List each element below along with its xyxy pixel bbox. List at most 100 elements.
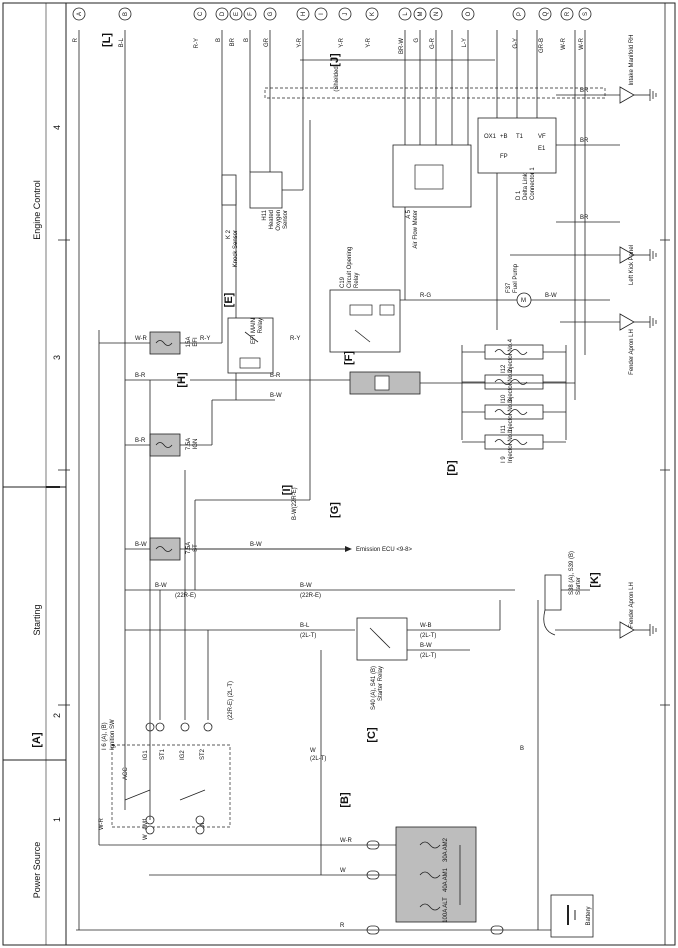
column-e: E — [229, 7, 243, 21]
svg-text:F: F — [248, 12, 254, 16]
wl-bw-1: B-W — [155, 583, 167, 589]
callout-c: [C] — [366, 727, 378, 743]
svg-text:Injector No.3: Injector No.3 — [508, 398, 514, 433]
fuel-pump-name: Fuel Pump — [513, 263, 519, 293]
row-1: 1 — [52, 817, 62, 822]
knock-sensor — [221, 174, 237, 206]
callout-d: [D] — [446, 460, 458, 476]
column-wire-a: R — [73, 37, 79, 42]
ecu-vf: VF — [538, 134, 546, 140]
callout-g: [G] — [329, 502, 341, 518]
o2-l2: Oxygen — [276, 210, 282, 231]
wl-bw-2: B-W — [300, 583, 312, 589]
wl-2lt-1: (2L-T) — [310, 756, 326, 762]
column-k: K — [365, 7, 379, 21]
wl-wb-1: W-B — [420, 623, 432, 629]
svg-text:7.5A: 7.5A — [186, 438, 192, 450]
ecu-ox1: OX1 — [484, 134, 497, 140]
starter-relay — [356, 617, 408, 661]
svg-text:Injector No.2: Injector No.2 — [508, 368, 514, 403]
o2-l3: Sensor — [283, 210, 289, 229]
wl-bw-7: B-W — [420, 643, 432, 649]
ign-sw-name: Ignition SW — [110, 719, 116, 750]
column-n: N — [429, 7, 443, 21]
knock-name: Knock Sensor — [233, 230, 239, 267]
shielded-label: (Shielded) — [334, 64, 340, 91]
column-s: S — [578, 7, 592, 21]
column-wire-e: BR — [230, 37, 236, 46]
wl-wr-3: W-R — [135, 336, 148, 342]
callout-k: [K] — [589, 572, 601, 588]
oxygen-sensor — [249, 171, 283, 209]
wl-r-1: R — [340, 923, 345, 929]
cor-label-a: C19 — [340, 276, 346, 288]
battery-label: Battery — [586, 906, 592, 925]
ign-ig2: IG2 — [180, 750, 186, 760]
o2-l1: Heated — [269, 210, 275, 229]
svg-text:L: L — [403, 12, 409, 16]
ignition-switch[interactable] — [111, 744, 231, 828]
starter-relay-code: S40 (A), S41 (B) — [371, 666, 377, 710]
svg-text:J: J — [343, 13, 349, 16]
column-c: C — [193, 7, 207, 21]
shield — [264, 87, 606, 99]
callout-a: [A] — [31, 732, 43, 748]
cor-label-c: Relay — [354, 273, 360, 288]
fuel-pump-code: F37 — [506, 282, 512, 293]
wl-br-4: BR — [580, 138, 589, 144]
wl-w-3: W — [310, 748, 316, 754]
callout-l: [L] — [101, 33, 113, 47]
wl-bw-6: B-W — [545, 293, 557, 299]
column-wire-k: Y-R — [366, 37, 372, 47]
ign-connector — [155, 722, 165, 732]
column-h: H — [296, 7, 310, 21]
ign-am2: AM2 — [200, 817, 206, 830]
ign-connector — [180, 722, 190, 732]
emission-ecu-label: Emission ECU <9-8> — [356, 547, 413, 553]
ign-connector — [203, 722, 213, 732]
svg-text:15A: 15A — [186, 337, 192, 348]
svg-text:I 9: I 9 — [501, 456, 507, 463]
callout-h: [H] — [176, 372, 188, 388]
starter-code: S38 (A), S39 (B) — [569, 551, 575, 595]
wl-br-6: BR — [580, 215, 589, 221]
svg-text:B: B — [123, 12, 129, 16]
wl-wr-1: W-R — [99, 817, 105, 830]
wl-bl-1: B-L — [300, 623, 310, 629]
ecu-b: +B — [500, 134, 508, 140]
ign-connector — [195, 825, 205, 835]
column-wire-h: Y-R — [297, 37, 303, 47]
wl-b-1: B — [520, 746, 524, 752]
ign-ig1: IG1 — [143, 750, 149, 760]
svg-text:D: D — [220, 11, 226, 16]
wl-rg-1: R-G — [420, 293, 431, 299]
column-g: G — [263, 7, 277, 21]
wl-wr-2: W-R — [340, 838, 353, 844]
fuse-efi: 15A EFI — [149, 331, 199, 355]
ground-fender-1: Fender Apron LH — [629, 329, 635, 375]
svg-text:Q: Q — [543, 11, 549, 16]
column-wire-q: GR-B — [539, 38, 545, 53]
ecu-block — [477, 117, 557, 174]
ecu-t1: T1 — [516, 134, 524, 140]
wl-2lt-3: (2L-T) — [420, 633, 436, 639]
svg-text:EFI: EFI — [193, 337, 199, 347]
svg-text:M: M — [418, 12, 424, 17]
callout-i: [I] — [281, 484, 293, 495]
efi-relay-label-b: Relay — [258, 318, 264, 333]
battery — [550, 894, 594, 938]
column-wire-o: L-Y — [462, 38, 468, 47]
starter-relay-name: Starter Relay — [378, 666, 384, 701]
starter-name: Starter — [576, 577, 582, 595]
column-wire-n: G-R — [430, 37, 436, 49]
column-d: D — [215, 7, 229, 21]
wl-2lt-4: (2L-T) — [420, 653, 436, 659]
svg-text:A: A — [77, 12, 83, 16]
svg-text:C: C — [198, 11, 204, 16]
wl-ry-2: R-Y — [290, 336, 300, 342]
dlc-code: D 1 — [516, 190, 522, 200]
wl-w-1: W — [143, 834, 149, 840]
